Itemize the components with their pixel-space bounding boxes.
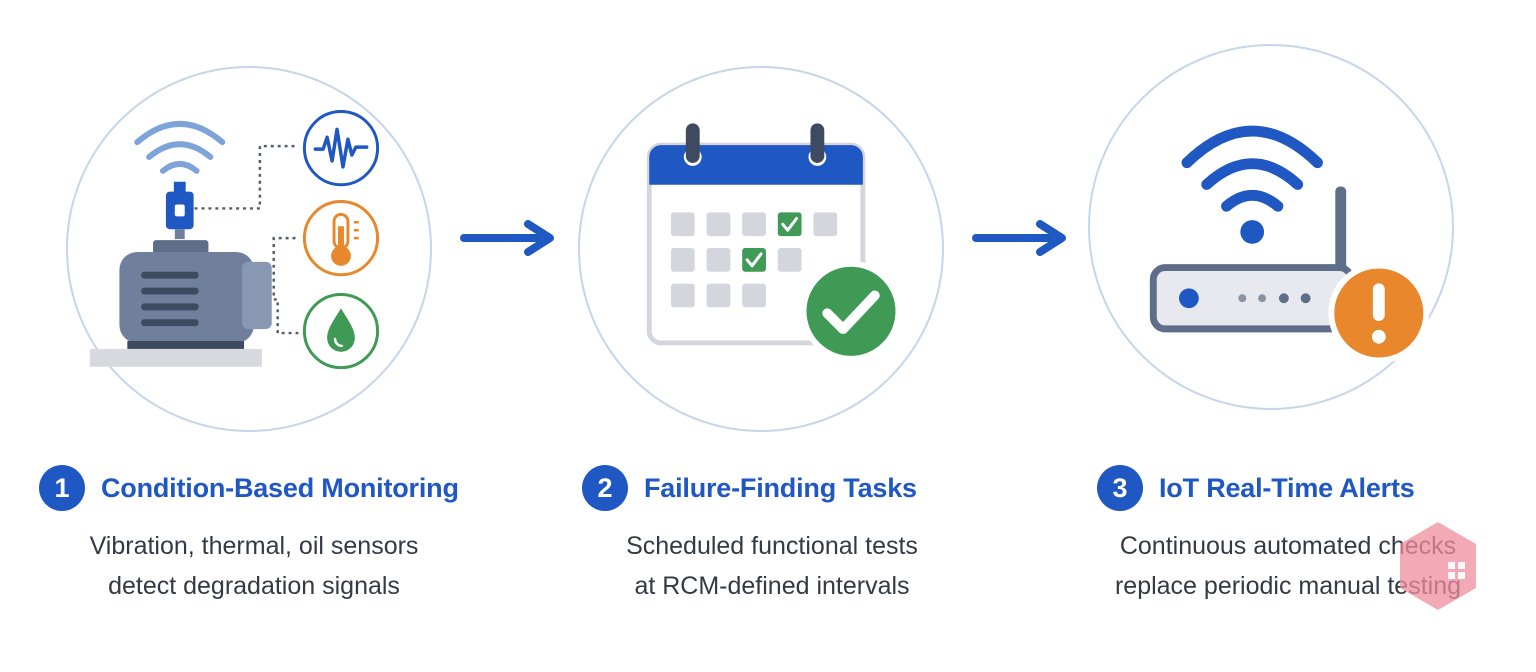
- condition-monitoring-illustration: [89, 110, 380, 370]
- sensor-icon: [165, 181, 194, 240]
- failure-finding-illustration: [646, 123, 902, 362]
- step-title: Condition-Based Monitoring: [101, 472, 459, 503]
- step-number-badge: 3: [1097, 465, 1143, 511]
- step-2-heading: 2 Failure-Finding Tasks: [582, 464, 917, 512]
- description-line: Scheduled functional tests: [626, 532, 918, 560]
- step-number-badge: 2: [582, 465, 628, 511]
- watermark-logo-icon: [1400, 522, 1476, 610]
- step-1-heading: 1 Condition-Based Monitoring: [39, 464, 459, 512]
- thermometer-icon: [302, 200, 380, 277]
- step-1-illustration: [66, 66, 432, 432]
- checkmark-icon: [800, 260, 902, 362]
- step-3-illustration: [1088, 44, 1454, 410]
- oil-drop-icon: [302, 293, 380, 370]
- step-title: Failure-Finding Tasks: [644, 472, 917, 503]
- iot-alerts-illustration: [1149, 125, 1430, 364]
- vibration-icon: [302, 110, 380, 187]
- alert-icon: [1328, 262, 1430, 364]
- step-2-illustration: [578, 66, 944, 432]
- description-line: at RCM-defined intervals: [634, 572, 910, 600]
- step-number-badge: 1: [39, 465, 85, 511]
- description-line: detect degradation signals: [108, 572, 400, 600]
- wifi-signal-icon: [1181, 125, 1323, 212]
- checkbox-icon: [742, 212, 802, 272]
- router-icon: [1149, 186, 1355, 333]
- description-line: Vibration, thermal, oil sensors: [89, 532, 419, 560]
- step-3-heading: 3 IoT Real-Time Alerts: [1097, 464, 1415, 512]
- step-2-description: Scheduled functional tests at RCM-define…: [542, 526, 1002, 606]
- motor-icon: [89, 240, 272, 367]
- wifi-signal-icon: [134, 121, 226, 174]
- step-1-description: Vibration, thermal, oil sensors detect d…: [24, 526, 484, 606]
- arrow-right-icon: [972, 220, 1066, 256]
- arrow-right-icon: [460, 220, 554, 256]
- step-title: IoT Real-Time Alerts: [1159, 472, 1415, 503]
